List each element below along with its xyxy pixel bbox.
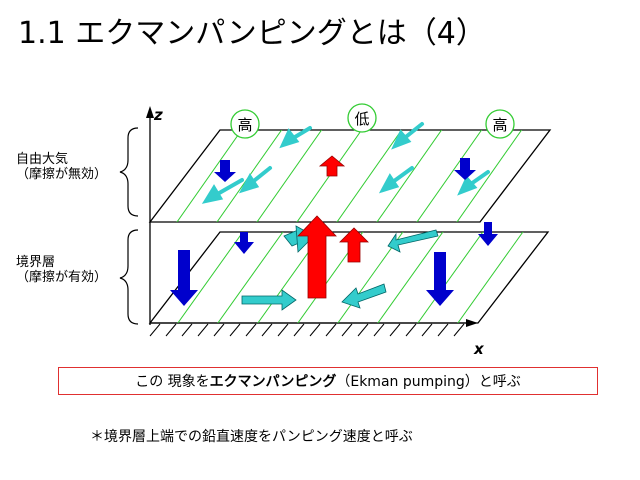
- upward-arrow-large: [297, 215, 337, 299]
- upward-arrow-top: [318, 155, 346, 177]
- downward-arrows-bottom: [170, 222, 498, 306]
- free-atmosphere-plane: [148, 129, 552, 223]
- callout-suffix: （Ekman pumping）と呼ぶ: [336, 374, 521, 390]
- definition-callout: この 現象をエクマンパンピング（Ekman pumping）と呼ぶ: [58, 367, 598, 395]
- upward-arrow-small: [339, 227, 369, 263]
- boundary-layer-label: 境界層 （摩擦が有効）: [16, 255, 107, 285]
- boundary-layer-title: 境界層: [16, 255, 56, 270]
- ground-hatching: [149, 323, 465, 337]
- z-axis-label: z: [154, 106, 163, 124]
- callout-prefix: この 現象を: [135, 374, 210, 390]
- page-title: 1.1 エクマンパンピングとは（4）: [18, 16, 486, 51]
- brace-boundary-layer: [119, 229, 139, 325]
- z-axis-arrowhead: [146, 106, 154, 118]
- callout-term: エクマンパンピング: [209, 374, 337, 390]
- free-atmosphere-title: 自由大気: [16, 152, 69, 167]
- wind-arrows-bottom: [241, 225, 439, 311]
- boundary-layer-subtitle: （摩擦が有効）: [16, 270, 108, 285]
- free-atmosphere-label: 自由大気 （摩擦が無効）: [16, 152, 107, 182]
- pressure-high-left: 高: [230, 109, 260, 139]
- wind-arrows-top: [201, 122, 490, 204]
- x-axis-label: x: [474, 340, 484, 358]
- footnote: ＊境界層上端での鉛直速度をパンピング速度と呼ぶ: [90, 429, 413, 445]
- pressure-low-center: 低: [347, 103, 377, 133]
- brace-free-atmosphere: [119, 127, 139, 217]
- pressure-high-right: 高: [485, 109, 515, 139]
- pressure-high-left-label: 高: [237, 116, 252, 134]
- downward-arrows-top: [214, 158, 476, 182]
- free-atmosphere-subtitle: （摩擦が無効）: [16, 167, 108, 182]
- pressure-high-right-label: 高: [492, 116, 507, 134]
- pressure-low-center-label: 低: [354, 110, 369, 128]
